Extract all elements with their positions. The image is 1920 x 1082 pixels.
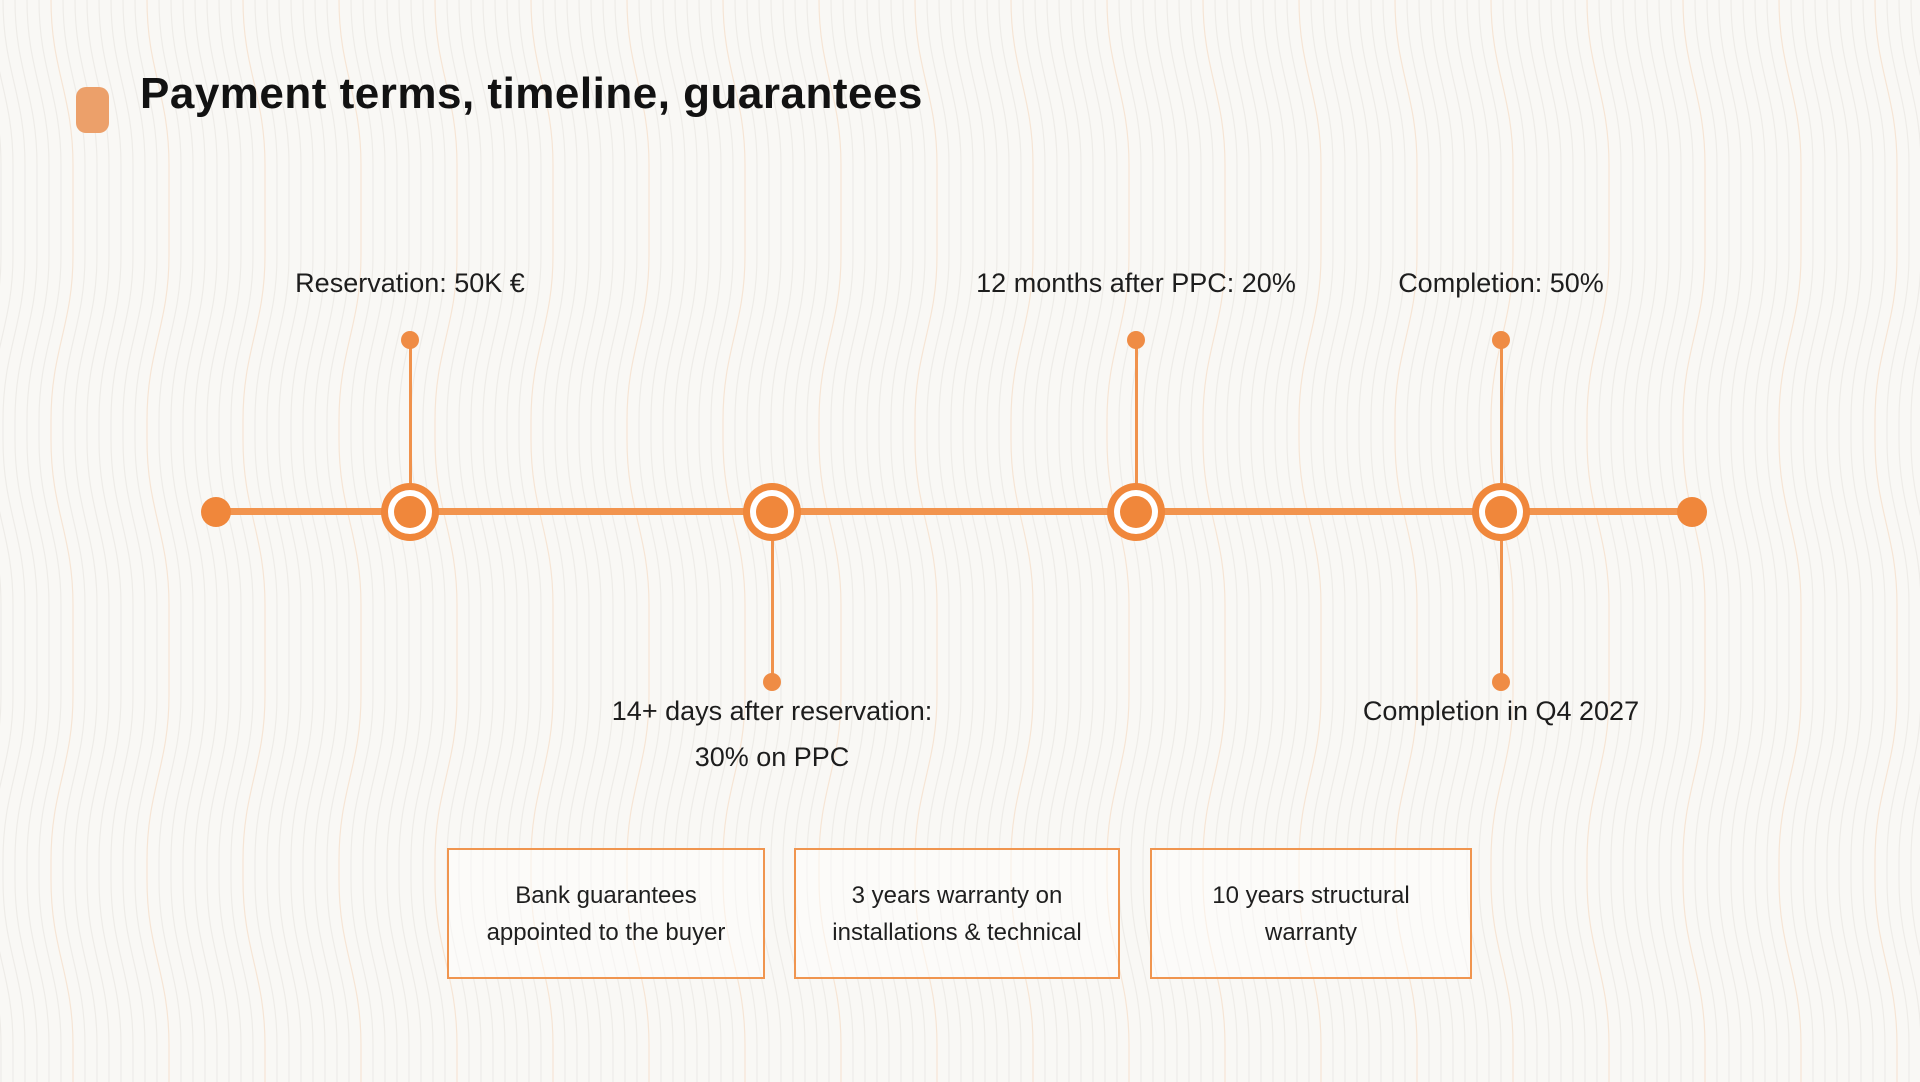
marker-ring — [388, 490, 432, 534]
milestone-label: 12 months after PPC: 20% — [976, 268, 1296, 298]
milestone-marker-icon — [1107, 483, 1165, 541]
guarantee-box-bank: Bank guarantees appointed to the buyer — [447, 848, 765, 979]
connector-line — [770, 512, 774, 682]
milestone-label: 14+ days after reservation: 30% on PPC — [612, 688, 932, 780]
connector-dot — [1127, 331, 1145, 349]
connector-line — [408, 340, 412, 512]
connector-line — [1134, 340, 1138, 512]
guarantee-text: 3 years warranty on installations & tech… — [832, 881, 1082, 946]
timeline-end-dot — [1677, 497, 1707, 527]
connector-line — [1499, 340, 1503, 512]
header: Payment terms, timeline, guarantees — [76, 66, 923, 133]
marker-ring — [1479, 490, 1523, 534]
milestone-marker-icon — [381, 483, 439, 541]
timeline-line — [216, 508, 1692, 515]
milestone-label: Completion: 50% — [1398, 268, 1604, 298]
guarantee-text: 10 years structural warranty — [1212, 881, 1410, 946]
milestone-label-line: 14+ days after reservation: — [611, 696, 933, 726]
guarantee-text: Bank guarantees appointed to the buyer — [486, 881, 726, 946]
milestone-marker-icon — [743, 483, 801, 541]
marker-core — [756, 496, 788, 528]
marker-core — [1485, 496, 1517, 528]
connector-dot — [763, 673, 781, 691]
guarantee-box-structural-warranty: 10 years structural warranty — [1150, 848, 1472, 979]
title-bullet-icon — [76, 87, 109, 133]
milestone-marker-icon — [1472, 483, 1530, 541]
milestone-label: Completion in Q4 2027 — [1363, 688, 1639, 734]
milestone-label-line: Completion in Q4 2027 — [1362, 696, 1640, 726]
timeline-start-dot — [201, 497, 231, 527]
marker-ring — [1114, 490, 1158, 534]
marker-ring — [750, 490, 794, 534]
milestone-label-line: 30% on PPC — [694, 742, 850, 772]
milestone-label: Reservation: 50K € — [295, 268, 525, 298]
connector-line — [1499, 512, 1503, 682]
page-title: Payment terms, timeline, guarantees — [140, 69, 923, 118]
connector-dot — [1492, 673, 1510, 691]
marker-core — [1120, 496, 1152, 528]
marker-core — [394, 496, 426, 528]
guarantee-box-installations-warranty: 3 years warranty on installations & tech… — [794, 848, 1120, 979]
connector-dot — [1492, 331, 1510, 349]
connector-dot — [401, 331, 419, 349]
